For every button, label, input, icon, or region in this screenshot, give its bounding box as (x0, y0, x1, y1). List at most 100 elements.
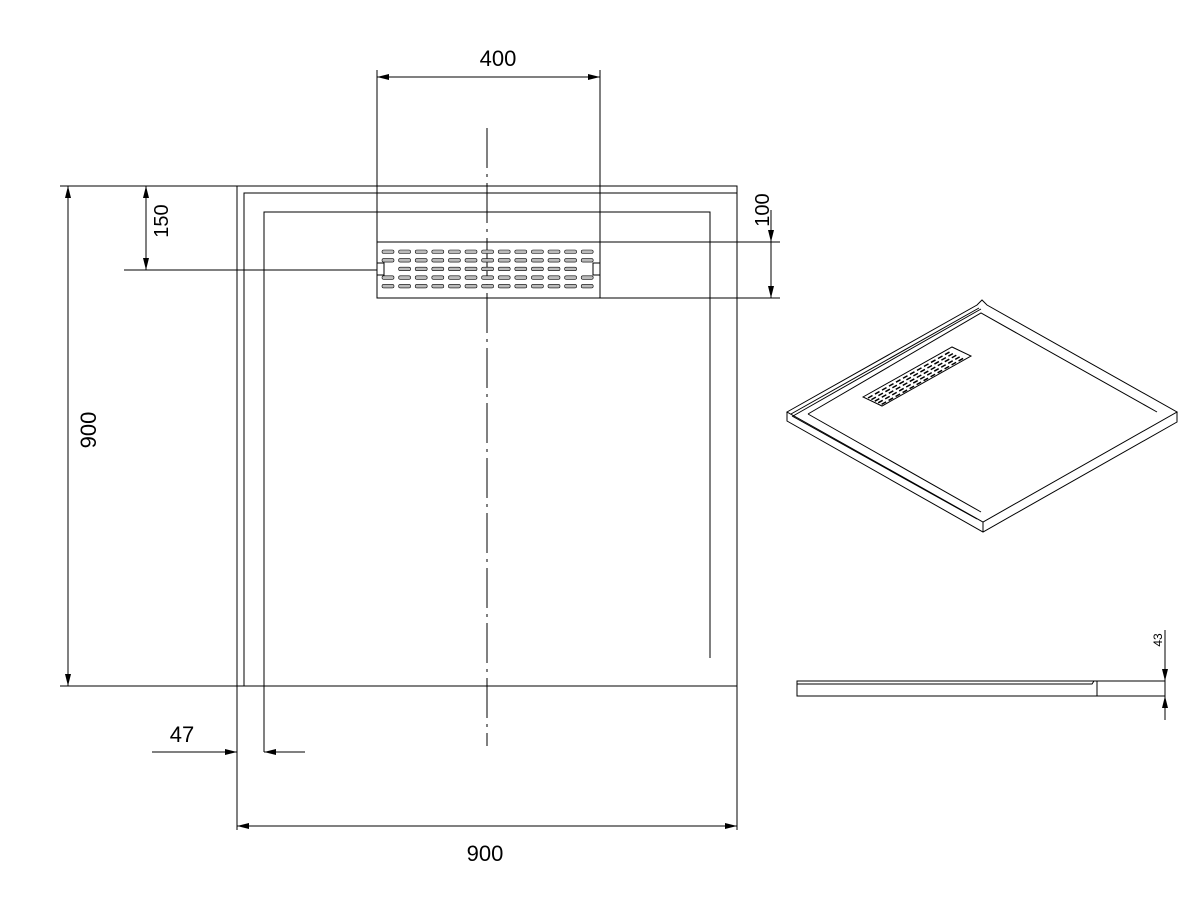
iso-grate-slot (958, 357, 964, 362)
grate-slot (398, 258, 411, 263)
iso-grate-slot (933, 368, 940, 372)
iso-grate-slot (867, 394, 873, 399)
grate-slot (564, 275, 577, 280)
grate-slot (448, 284, 461, 289)
iso-side-faces (786, 412, 1178, 533)
tray-rim-line (243, 192, 737, 686)
iso-grate-slot (941, 356, 947, 361)
grate-slot (464, 266, 478, 272)
iso-grate-slot (937, 362, 943, 367)
grate-slot (448, 275, 461, 280)
plan-view (60, 128, 738, 830)
iso-grate-slot (926, 371, 933, 376)
iso-grate-slot (898, 387, 905, 392)
iso-grate-slot (913, 372, 919, 377)
iso-grate-slot (940, 364, 947, 368)
grate-slot (398, 266, 411, 272)
grate-slot (481, 249, 494, 254)
iso-grate-slot (881, 386, 887, 391)
grate-slot (514, 266, 528, 272)
iso-grate-slot (888, 397, 894, 402)
iso-grate-slot (877, 399, 884, 404)
grate-slot (580, 275, 594, 280)
grate-slot (580, 284, 594, 289)
iso-grate-slot (916, 374, 922, 379)
grate-slot (514, 249, 528, 254)
grate-slot (497, 275, 511, 280)
isometric-view (785, 299, 1179, 533)
grate-slot (431, 258, 445, 263)
iso-grate-slot (902, 375, 908, 379)
grate-slot (414, 266, 428, 272)
grate-slot (564, 266, 577, 272)
grate-slot (381, 275, 395, 280)
grate-slot (580, 249, 594, 254)
iso-grate-slot (947, 360, 954, 364)
grate-slot (431, 275, 445, 280)
iso-grate-slot (871, 396, 877, 401)
iso-grate-slot (944, 351, 950, 356)
dimension-label-400: 400 (480, 46, 517, 71)
grate-slot (564, 284, 577, 289)
grate-slot (531, 266, 544, 272)
grate-slot (464, 249, 478, 254)
grate-slot (514, 284, 528, 289)
dimension-label-900-vertical: 900 (76, 412, 101, 449)
grate-slot (381, 284, 395, 289)
iso-grate (861, 346, 973, 407)
grate-slot (481, 275, 494, 280)
iso-grate-slot (902, 389, 908, 394)
grate-slot (531, 284, 544, 289)
iso-grate-slot (944, 358, 950, 363)
grate-slots (381, 249, 594, 289)
iso-grate-slot (881, 401, 887, 406)
grate-slot (497, 266, 511, 272)
tray-outer-outline (236, 185, 738, 830)
iso-grate-slot (892, 384, 898, 389)
iso-grate-slot (885, 388, 891, 393)
iso-grate-slot (895, 393, 901, 398)
grate-slot (481, 266, 494, 272)
iso-grate-slot (951, 361, 957, 366)
side-profile (796, 680, 1166, 697)
grate-slot (514, 275, 528, 280)
grate-slot (414, 275, 428, 280)
dimension-label-100: 100 (752, 193, 774, 226)
grate-slot (514, 258, 528, 263)
grate-slot (448, 249, 461, 254)
iso-grate-slot (906, 376, 912, 381)
dimension-900-horizontal: 900 (237, 823, 737, 866)
iso-top-outline (785, 299, 1179, 523)
grate-slot (381, 249, 395, 254)
iso-grate-slot (891, 391, 898, 396)
grate-slot (547, 266, 561, 272)
grate-slot (414, 249, 428, 254)
grate-slot (547, 249, 561, 254)
iso-grate-slot (916, 381, 922, 386)
iso-grate-slot (916, 367, 922, 372)
grate-slot (431, 266, 445, 272)
iso-grate-slot (895, 379, 901, 383)
iso-grate-slot (927, 364, 933, 369)
dimension-label-43: 43 (1151, 633, 1165, 647)
iso-grate-slot (899, 380, 905, 385)
iso-grate-slot (909, 385, 915, 390)
grate-slot (547, 284, 561, 289)
iso-grate-slot (888, 382, 894, 387)
iso-grate-slot (930, 373, 936, 378)
iso-grate-slot (905, 383, 912, 388)
iso-grate-slot (954, 356, 961, 361)
iso-grate-slot (930, 366, 936, 371)
grate-slot (464, 275, 478, 280)
grate-slot (531, 258, 544, 263)
iso-grate-slot (884, 395, 891, 400)
grate-slot (564, 249, 577, 254)
iso-grate-slot (944, 365, 950, 370)
iso-grate-slot (909, 378, 915, 383)
iso-grate-slot (919, 375, 926, 380)
grate-slot (448, 266, 461, 272)
dimension-47: 47 (152, 722, 305, 755)
iso-grate-slot (878, 392, 884, 397)
iso-grate-slot (951, 354, 957, 359)
